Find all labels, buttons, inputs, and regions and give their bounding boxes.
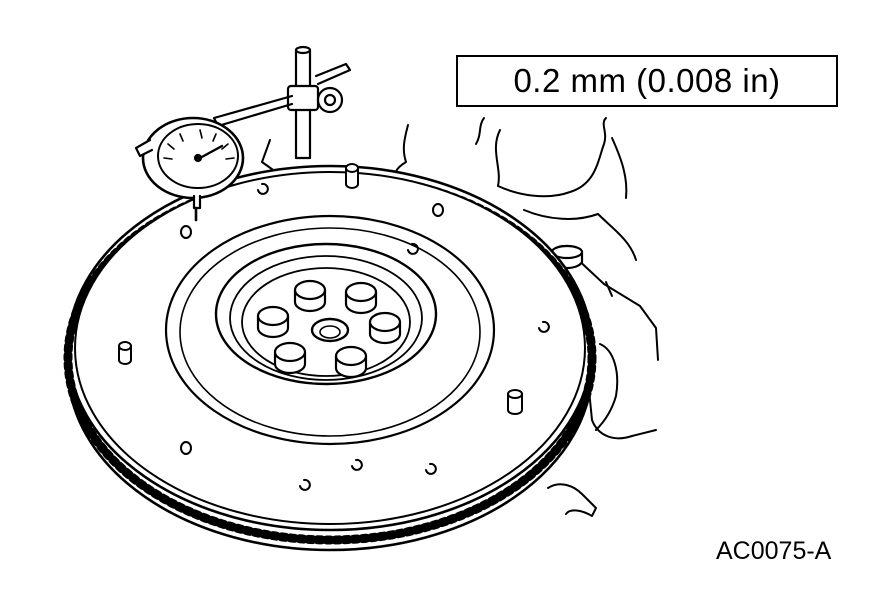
- flywheel-rim-holes: [180, 182, 550, 491]
- figure-id: AC0075-A: [716, 537, 832, 565]
- flywheel-bolts: [256, 279, 402, 379]
- dial-indicator-icon: [134, 45, 352, 222]
- runout-spec-label: 0.2 mm (0.008 in): [456, 55, 838, 107]
- flywheel-dowels: [118, 163, 523, 415]
- flywheel-icon: [63, 163, 597, 552]
- engine-block-outline: [261, 117, 659, 517]
